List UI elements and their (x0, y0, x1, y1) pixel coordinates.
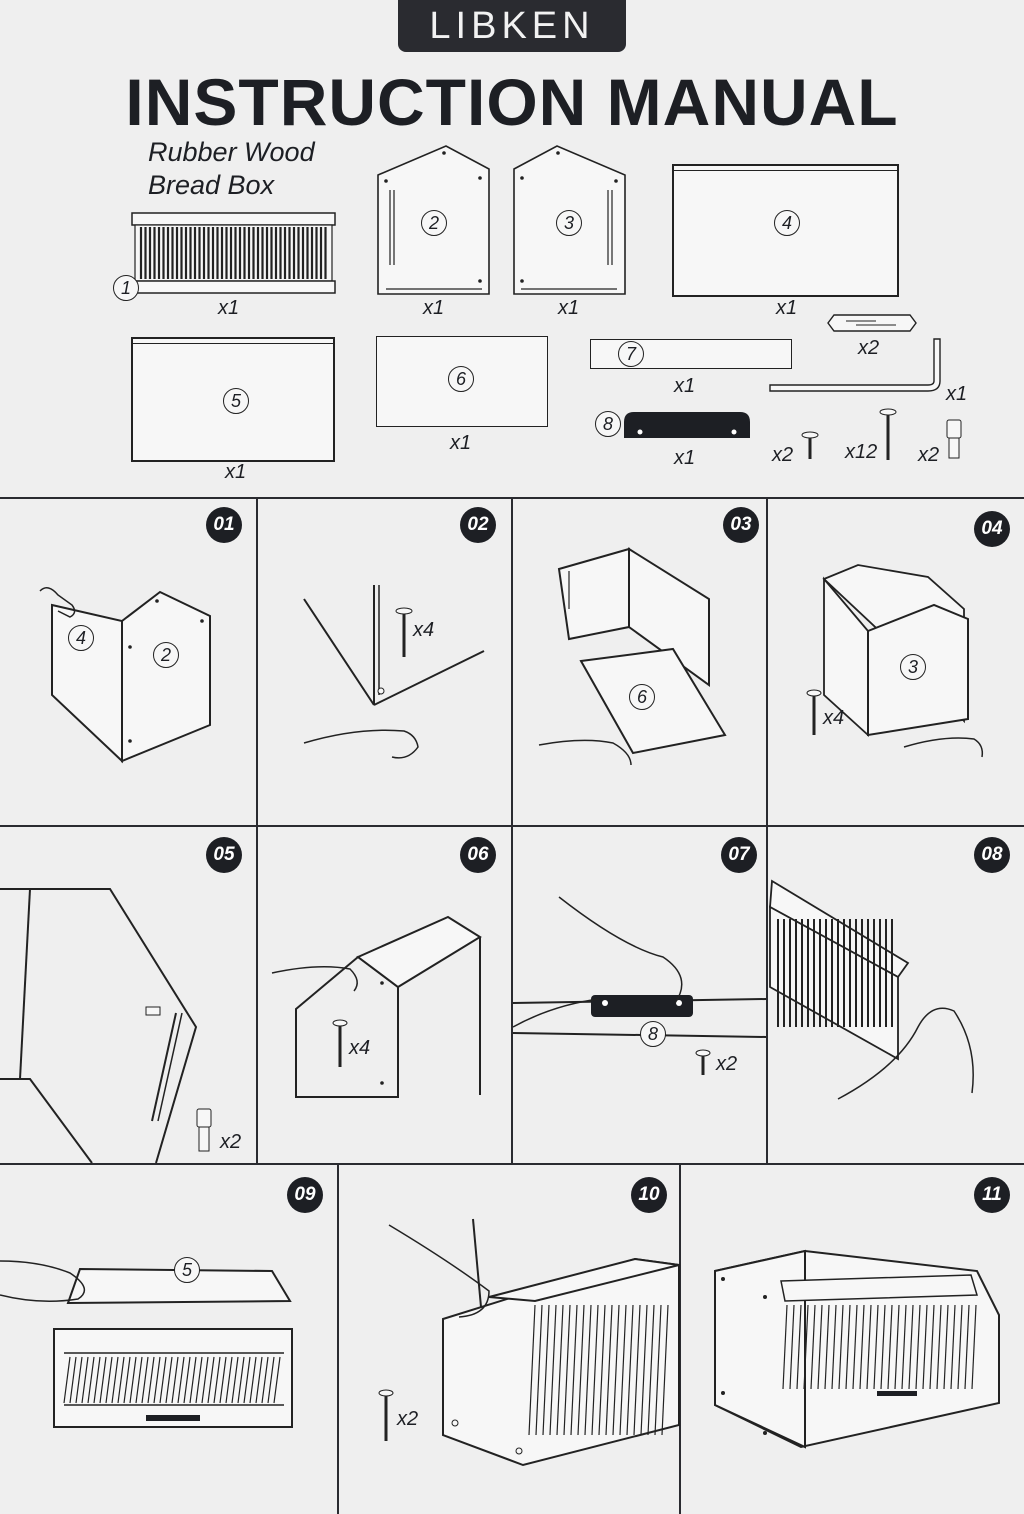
brand-logo: LIBKEN (398, 0, 626, 52)
wood-handle-icon (826, 313, 918, 333)
part-qty-8: x1 (674, 447, 696, 469)
part-number-4: 4 (774, 210, 800, 236)
step-screw-qty: x4 (349, 1037, 371, 1059)
part-8-handle-bar (620, 410, 754, 440)
part-number-2: 2 (421, 210, 447, 236)
step-08: 08 (768, 827, 1024, 1163)
step-part-label: 6 (629, 684, 655, 710)
part-qty-2: x1 (423, 297, 445, 319)
step-knob-qty: x2 (220, 1131, 242, 1153)
grid-divider (337, 1163, 339, 1514)
grid-divider (511, 497, 513, 1165)
step-part-label: 4 (68, 625, 94, 651)
part-number-3: 3 (556, 210, 582, 236)
part-qty-1: x1 (218, 297, 240, 319)
step-part-label: 8 (640, 1021, 666, 1047)
part-number-6: 6 (448, 366, 474, 392)
part-number-8: 8 (595, 411, 621, 437)
grid-divider (256, 497, 258, 1165)
step-10: 10 x2 (339, 1165, 680, 1514)
product-subtitle: Rubber Wood Bread Box (148, 136, 315, 202)
step-06: 06 x4 (258, 827, 511, 1163)
step-03: 03 6 (513, 499, 766, 825)
part-qty-7: x1 (674, 375, 696, 397)
allen-key-qty: x1 (946, 383, 968, 405)
step-number: 07 (721, 837, 757, 873)
handle-qty: x2 (858, 337, 880, 359)
short-screw-icon (800, 431, 820, 461)
step-04: 04 3 x4 (768, 499, 1024, 825)
step-02: 02 x4 (258, 499, 511, 825)
page-title: INSTRUCTION MANUAL (125, 65, 899, 139)
step-number: 04 (974, 511, 1010, 547)
step-number: 05 (206, 837, 242, 873)
step-part-label: 5 (174, 1257, 200, 1283)
step-number: 01 (206, 507, 242, 543)
step-number: 10 (631, 1177, 667, 1213)
long-screw-icon (878, 408, 898, 462)
step-screw-qty: x4 (413, 619, 435, 641)
step-number: 02 (460, 507, 496, 543)
part-number-1: 1 (113, 275, 139, 301)
allen-key-icon (768, 337, 946, 399)
step-number: 11 (974, 1177, 1010, 1213)
step-01: 01 4 2 (0, 499, 256, 825)
step-part-label: 2 (153, 642, 179, 668)
step-05: 05 x2 (0, 827, 256, 1164)
long-screw-qty: x12 (845, 441, 878, 463)
part-1-rolltop (131, 212, 336, 296)
step-number: 06 (460, 837, 496, 873)
step-07: 07 8 x2 (512, 827, 767, 1163)
rolltop-drawing (131, 212, 336, 294)
step-11: 11 (681, 1165, 1024, 1514)
step-part-label: 3 (900, 654, 926, 680)
part-qty-5: x1 (225, 461, 247, 483)
subtitle-line-2: Bread Box (148, 170, 275, 200)
step-number: 03 (723, 507, 759, 543)
step-screw-qty: x4 (823, 707, 845, 729)
part-number-5: 5 (223, 388, 249, 414)
knob-qty: x2 (918, 444, 940, 466)
part-qty-3: x1 (558, 297, 580, 319)
step-screw-qty: x2 (397, 1408, 419, 1430)
part-number-7: 7 (618, 341, 644, 367)
knob-icon (944, 418, 964, 462)
part-qty-6: x1 (450, 432, 472, 454)
step-09: 09 5 (0, 1165, 337, 1514)
step-number: 08 (974, 837, 1010, 873)
part-qty-4: x1 (776, 297, 798, 319)
subtitle-line-1: Rubber Wood (148, 137, 315, 167)
step-number: 09 (287, 1177, 323, 1213)
short-screw-qty: x2 (772, 444, 794, 466)
step-screw-qty: x2 (716, 1053, 738, 1075)
grid-divider (766, 497, 768, 1165)
